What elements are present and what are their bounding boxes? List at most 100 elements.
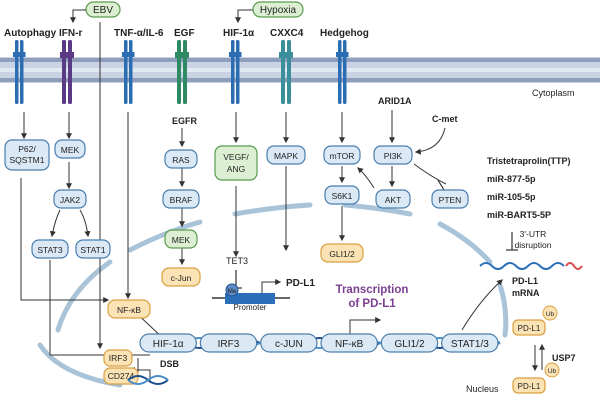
label-cytoplasm: Cytoplasm: [532, 88, 575, 98]
regulator-mir-bart5: miR-BART5-5P: [487, 210, 551, 220]
dna-factor-pill: [199, 333, 258, 353]
node-stat3: STAT3: [31, 239, 69, 259]
stimulus-hypoxia: Hypoxia: [235, 1, 304, 24]
svg-text:PD-L1: PD-L1: [286, 278, 315, 289]
receptor-autophagy: [13, 40, 26, 104]
svg-text:P62/: P62/: [18, 144, 36, 154]
label-cmet: C-met: [432, 114, 458, 124]
label-hedgehog: Hedgehog: [320, 28, 369, 39]
utr-disruption-line1: 3'-UTR: [520, 229, 547, 239]
svg-text:c-Jun: c-Jun: [171, 273, 192, 283]
mrna-label-line2: mRNA: [512, 288, 540, 298]
dna-factor-pill: [441, 333, 499, 353]
svg-text:Ub: Ub: [548, 368, 557, 375]
receptor-hif: [229, 40, 242, 104]
pathway-arrows: [20, 22, 545, 383]
dsb-dna-fragment: DSB: [127, 359, 180, 385]
node-cjun: c-Jun: [161, 267, 201, 287]
transcription-title: Transcription: [336, 284, 409, 296]
regulator-ttp: Tristetraprolin(TTP): [487, 156, 571, 166]
label-egf: EGF: [174, 28, 195, 39]
pdl1-protein-bottom: PD-L1 Ub: [512, 362, 560, 394]
dna-factor-label: IRF3: [218, 339, 240, 350]
svg-text:S6K1: S6K1: [332, 191, 353, 201]
receptor-hedgehog: [336, 40, 349, 104]
svg-text:RAS: RAS: [172, 155, 190, 165]
receptor-egf: [175, 40, 189, 104]
svg-text:AKT: AKT: [385, 195, 402, 205]
svg-text:NF-κB: NF-κB: [117, 305, 141, 315]
svg-text:MAPK: MAPK: [274, 151, 298, 161]
dna-factor-label: GLI1/2: [394, 339, 424, 350]
svg-text:VEGF/: VEGF/: [223, 152, 249, 162]
svg-text:ANG: ANG: [227, 164, 245, 174]
node-pi3k: PI3K: [373, 145, 413, 165]
receptor-tnf: [122, 40, 135, 104]
node-nfkb: NF-κB: [107, 299, 151, 319]
label-hif: HIF-1α: [223, 28, 255, 39]
svg-text:BRAF: BRAF: [170, 195, 193, 205]
label-tnf: TNF-α/IL-6: [114, 28, 164, 39]
svg-text:Me: Me: [227, 288, 236, 295]
nuclear-envelope: [37, 202, 509, 388]
node-gli: GLI1/2: [320, 243, 364, 263]
stimulus-ebv: EBV: [70, 1, 121, 24]
node-vegf: VEGF/ ANG: [214, 145, 258, 181]
svg-text:PI3K: PI3K: [384, 151, 403, 161]
svg-text:Promoter: Promoter: [234, 303, 267, 312]
label-arid1a: ARID1A: [378, 96, 412, 106]
svg-text:EBV: EBV: [93, 5, 113, 16]
label-egfr: EGFR: [172, 116, 198, 126]
dna-factor-label: c-JUN: [275, 339, 303, 350]
svg-text:mTOR: mTOR: [330, 151, 355, 161]
svg-text:JAK2: JAK2: [60, 195, 81, 205]
dna-factor-label: STAT1/3: [451, 339, 489, 350]
label-autophagy: Autophagy: [4, 28, 57, 39]
svg-text:Ub: Ub: [546, 311, 555, 318]
dna-helix: [139, 337, 501, 349]
dna-factor-pill: [320, 333, 378, 353]
inhibition-markers: [230, 179, 518, 289]
promoter-region: Me Promoter PD-L1: [212, 278, 315, 312]
dna-factor-label: HIF-1α: [153, 339, 184, 350]
ubiquitin-icon: [542, 305, 558, 321]
dna-factor-pill: [260, 333, 318, 353]
svg-text:PD-L1: PD-L1: [518, 324, 541, 333]
label-nucleus: Nucleus: [466, 384, 499, 394]
svg-text:MEK: MEK: [61, 145, 80, 155]
ubiquitin-icon: [544, 362, 560, 378]
svg-text:Hypoxia: Hypoxia: [260, 5, 297, 16]
node-s6k1: S6K1: [324, 185, 360, 205]
svg-text:PTEN: PTEN: [439, 195, 462, 205]
svg-text:MEK: MEK: [172, 235, 191, 245]
svg-text:STAT3: STAT3: [37, 245, 62, 255]
node-ras: RAS: [164, 149, 198, 169]
label-ifn: IFN-r: [59, 28, 82, 39]
cell-membrane: [0, 57, 600, 83]
regulator-mir-105: miR-105-5p: [487, 192, 536, 202]
node-akt: AKT: [375, 189, 411, 209]
node-pten: PTEN: [431, 189, 469, 209]
transcription-subtitle: of PD-L1: [348, 298, 396, 310]
receptor-cxxc4: [279, 40, 293, 104]
regulator-mir-877: miR-877-5p: [487, 174, 536, 184]
pdl1-protein-top: PD-L1 Ub: [512, 305, 558, 336]
dna-factor-label: NF-κB: [335, 339, 364, 350]
node-mapk: MAPK: [266, 145, 306, 165]
pdl1-mrna-icon: [479, 262, 583, 270]
node-jak2: JAK2: [53, 189, 87, 209]
svg-text:CD274: CD274: [108, 371, 135, 381]
utr-disruption-line2: disruption: [515, 240, 552, 250]
svg-text:STAT1: STAT1: [80, 245, 105, 255]
label-cxxc4: CXXC4: [270, 28, 304, 39]
svg-text:IRF3: IRF3: [109, 353, 128, 363]
mrna-label-line1: PD-L1: [512, 276, 538, 286]
methyl-group-icon: [225, 283, 239, 297]
svg-text:GLI1/2: GLI1/2: [329, 249, 355, 259]
svg-text:SQSTM1: SQSTM1: [10, 155, 45, 165]
node-mtor: mTOR: [323, 145, 361, 165]
dna-factor-pill: [380, 333, 439, 353]
svg-text:DSB: DSB: [160, 359, 180, 369]
node-mek-ifn: MEK: [54, 139, 86, 159]
